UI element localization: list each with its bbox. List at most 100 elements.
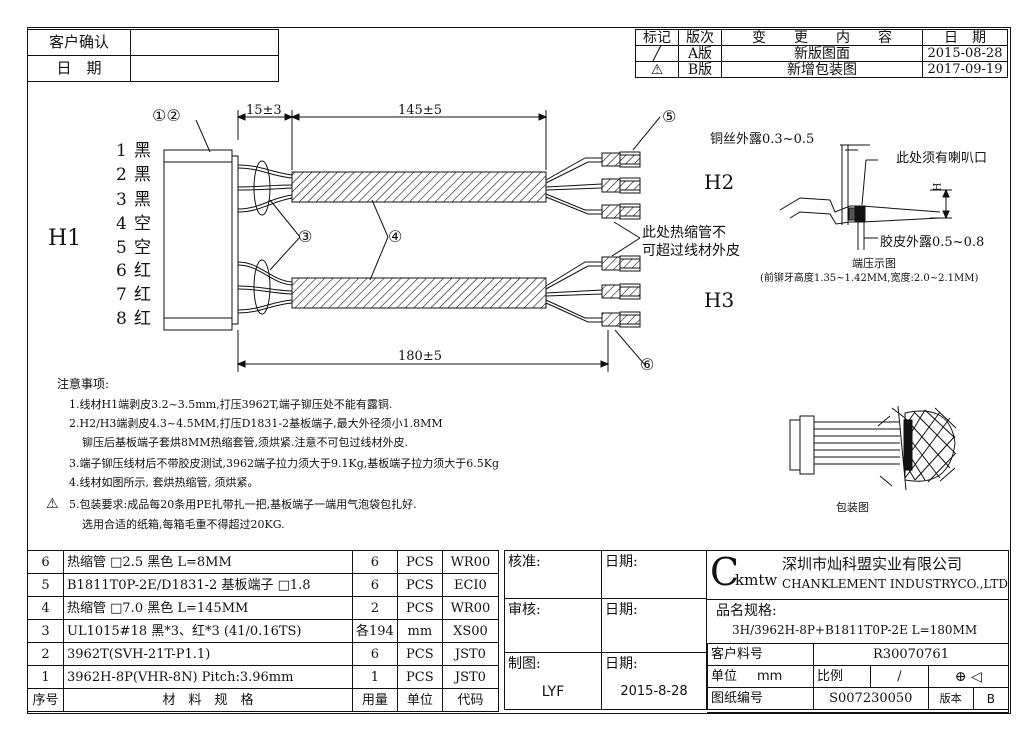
notes-title: 注意事项: <box>57 377 110 391</box>
heatshrink-note: 此处热缩管不 <box>642 225 726 241</box>
note-item: 4.线材如图所示, 套烘热缩管, 须烘紧。 <box>69 476 259 489</box>
product-label: 品名规格: <box>716 603 777 619</box>
version-label: 版本 <box>927 687 974 710</box>
pin-number: 1 <box>116 141 127 161</box>
bom-qty: 6 <box>352 642 398 666</box>
note-item: 5.包装要求:成品每20条用PE扎带扎一把,基板端子一端用气泡袋包扎好. <box>69 498 417 511</box>
bom-no: 3 <box>27 619 64 643</box>
bom-unit: PCS <box>396 665 443 689</box>
pin-label: 空 <box>134 214 151 234</box>
bom-unit: PCS <box>396 596 443 620</box>
callout-4: ④ <box>388 227 403 246</box>
bom-code: JST0 <box>441 665 500 689</box>
packing-label: 包装图 <box>836 501 869 514</box>
end-label-h3: H3 <box>704 288 735 312</box>
check-date-label: 日期: <box>601 550 707 599</box>
pin-label: 红 <box>134 309 151 329</box>
pin-number: 8 <box>116 309 127 329</box>
drawing-no-value: S007230050 <box>813 687 929 710</box>
company-name-en: CHANKLEMENT INDUSTRYCO.,LTD <box>782 577 1009 591</box>
rev-date: 2015-08-28 <box>922 45 1008 62</box>
bom-row: 1 3962H-8P(VHR-8N) Pitch:3.96mm 1 PCS JS… <box>27 665 500 689</box>
pin-number: 3 <box>116 190 127 210</box>
divider <box>707 599 1008 600</box>
customer-date-label: 日 期 <box>27 55 131 82</box>
product-value: 3H/3962H-8P+B1811T0P-2E L=180MM <box>732 623 978 637</box>
bom-spec: UL1015#18 黑*3、红*3 (41/0.16TS) <box>63 619 353 643</box>
note-item: 铆压后基板端子套烘8MM热缩套管,须烘紧.注意不可包过线材外皮. <box>82 436 409 449</box>
dim-strip: 15±3 <box>246 103 282 118</box>
bom-qty: 1 <box>352 665 398 689</box>
bom-row: 2 3962T(SVH-21T-P1.1) 6 PCS JST0 <box>27 642 500 666</box>
drawer-name: LYF <box>541 684 565 700</box>
bom-header-unit: 单位 <box>396 688 443 712</box>
warning-icon: ⚠ <box>46 496 59 512</box>
draw-cell: 制图: LYF <box>504 652 602 710</box>
draw-label: 制图: <box>508 656 541 672</box>
rev-mark: ⚠ <box>635 61 679 78</box>
crimp-height-label: H <box>932 182 944 192</box>
bom-no: 1 <box>27 665 64 689</box>
bom-header: 序号 材 料 规 格 用量 单位 代码 <box>27 688 500 712</box>
draw-date-cell: 日期: 2015-8-28 <box>601 652 707 710</box>
rev-date: 2017-09-19 <box>922 61 1008 78</box>
bom-code: XS00 <box>441 619 500 643</box>
scale-value: / <box>870 665 929 688</box>
bom-spec: 3962H-8P(VHR-8N) Pitch:3.96mm <box>63 665 353 689</box>
draw-date: 2015-8-28 <box>620 684 688 699</box>
part-value: R30070761 <box>813 643 1009 666</box>
unit-cell: 单位 mm <box>706 665 815 688</box>
bom-row: 4 热缩管 □7.0 黑色 L=145MM 2 PCS WR00 <box>27 596 500 620</box>
customer-date-value[interactable] <box>130 55 279 82</box>
bom-spec: 热缩管 □2.5 黑色 L=8MM <box>63 550 353 574</box>
unit-value: mm <box>757 669 783 684</box>
bom-no: 5 <box>27 573 64 597</box>
callout-3: ③ <box>298 227 313 246</box>
callout-1-2: ①② <box>152 106 181 125</box>
version-value: B <box>972 687 1010 710</box>
bom-code: ECI0 <box>441 573 500 597</box>
callout-5: ⑤ <box>662 107 677 126</box>
pin-label: 黑 <box>134 141 151 161</box>
bom-code: WR00 <box>441 550 500 574</box>
bom-unit: PCS <box>396 573 443 597</box>
bom-spec: 3962T(SVH-21T-P1.1) <box>63 642 353 666</box>
pin-number: 5 <box>116 238 127 258</box>
pin-label: 红 <box>134 285 151 305</box>
crimp-title: 端压示图 <box>852 257 896 270</box>
bom-header-code: 代码 <box>441 688 500 712</box>
pin-number: 6 <box>116 261 127 281</box>
review-date-label: 日期: <box>601 598 707 653</box>
bom-header-no: 序号 <box>27 688 64 712</box>
rev-content: 新增包装图 <box>721 61 923 78</box>
heatshrink-note: 可超过线材外皮 <box>642 243 740 259</box>
customer-confirm-box: 客户确认 日 期 <box>27 29 279 82</box>
callout-6: ⑥ <box>640 355 655 374</box>
unit-label: 单位 <box>711 669 738 684</box>
rev-header-version: 版次 <box>678 29 722 46</box>
rev-header-date: 日 期 <box>922 29 1008 46</box>
bom-row: 5 B1811T0P-2E/D1831-2 基板端子 □1.8 6 PCS EC… <box>27 573 500 597</box>
bom-unit: mm <box>396 619 443 643</box>
pin-number: 7 <box>116 285 127 305</box>
note-item: 2.H2/H3端剥皮4.3~4.5MM,打压D1831-2基板端子,最大外径须小… <box>69 417 443 430</box>
bom-unit: PCS <box>396 642 443 666</box>
bom-header-spec: 材 料 规 格 <box>63 688 353 712</box>
crimp-jacket-note: 胶皮外露0.5~0.8 <box>880 235 985 250</box>
drawing-no-label: 图纸编号 <box>706 687 815 710</box>
bom-qty: 2 <box>352 596 398 620</box>
bom-no: 6 <box>27 550 64 574</box>
revision-table: 标记 版次 变 更 内 容 日 期 ╱ A版 新版图面 2015-08-28 ⚠… <box>635 29 1008 78</box>
bom-code: JST0 <box>441 642 500 666</box>
bom-spec: 热缩管 □7.0 黑色 L=145MM <box>63 596 353 620</box>
review-label: 审核: <box>504 598 602 653</box>
end-label-h2: H2 <box>704 170 735 194</box>
crimp-copper-note: 铜丝外露0.3~0.5 <box>710 132 815 147</box>
check-label: 核准: <box>504 550 602 599</box>
note-item: 1.线材H1端剥皮3.2~3.5mm,打压3962T,端子铆压处不能有露铜. <box>69 398 393 411</box>
crimp-spec: (前铆牙高度1.35~1.42MM,宽度:2.0~2.1MM) <box>760 273 979 284</box>
company-name-cn: 深圳市灿科盟实业有限公司 <box>782 555 963 573</box>
pin-label: 黑 <box>134 165 151 185</box>
part-label: 客户料号 <box>706 643 815 666</box>
customer-confirm-value[interactable] <box>130 29 279 56</box>
